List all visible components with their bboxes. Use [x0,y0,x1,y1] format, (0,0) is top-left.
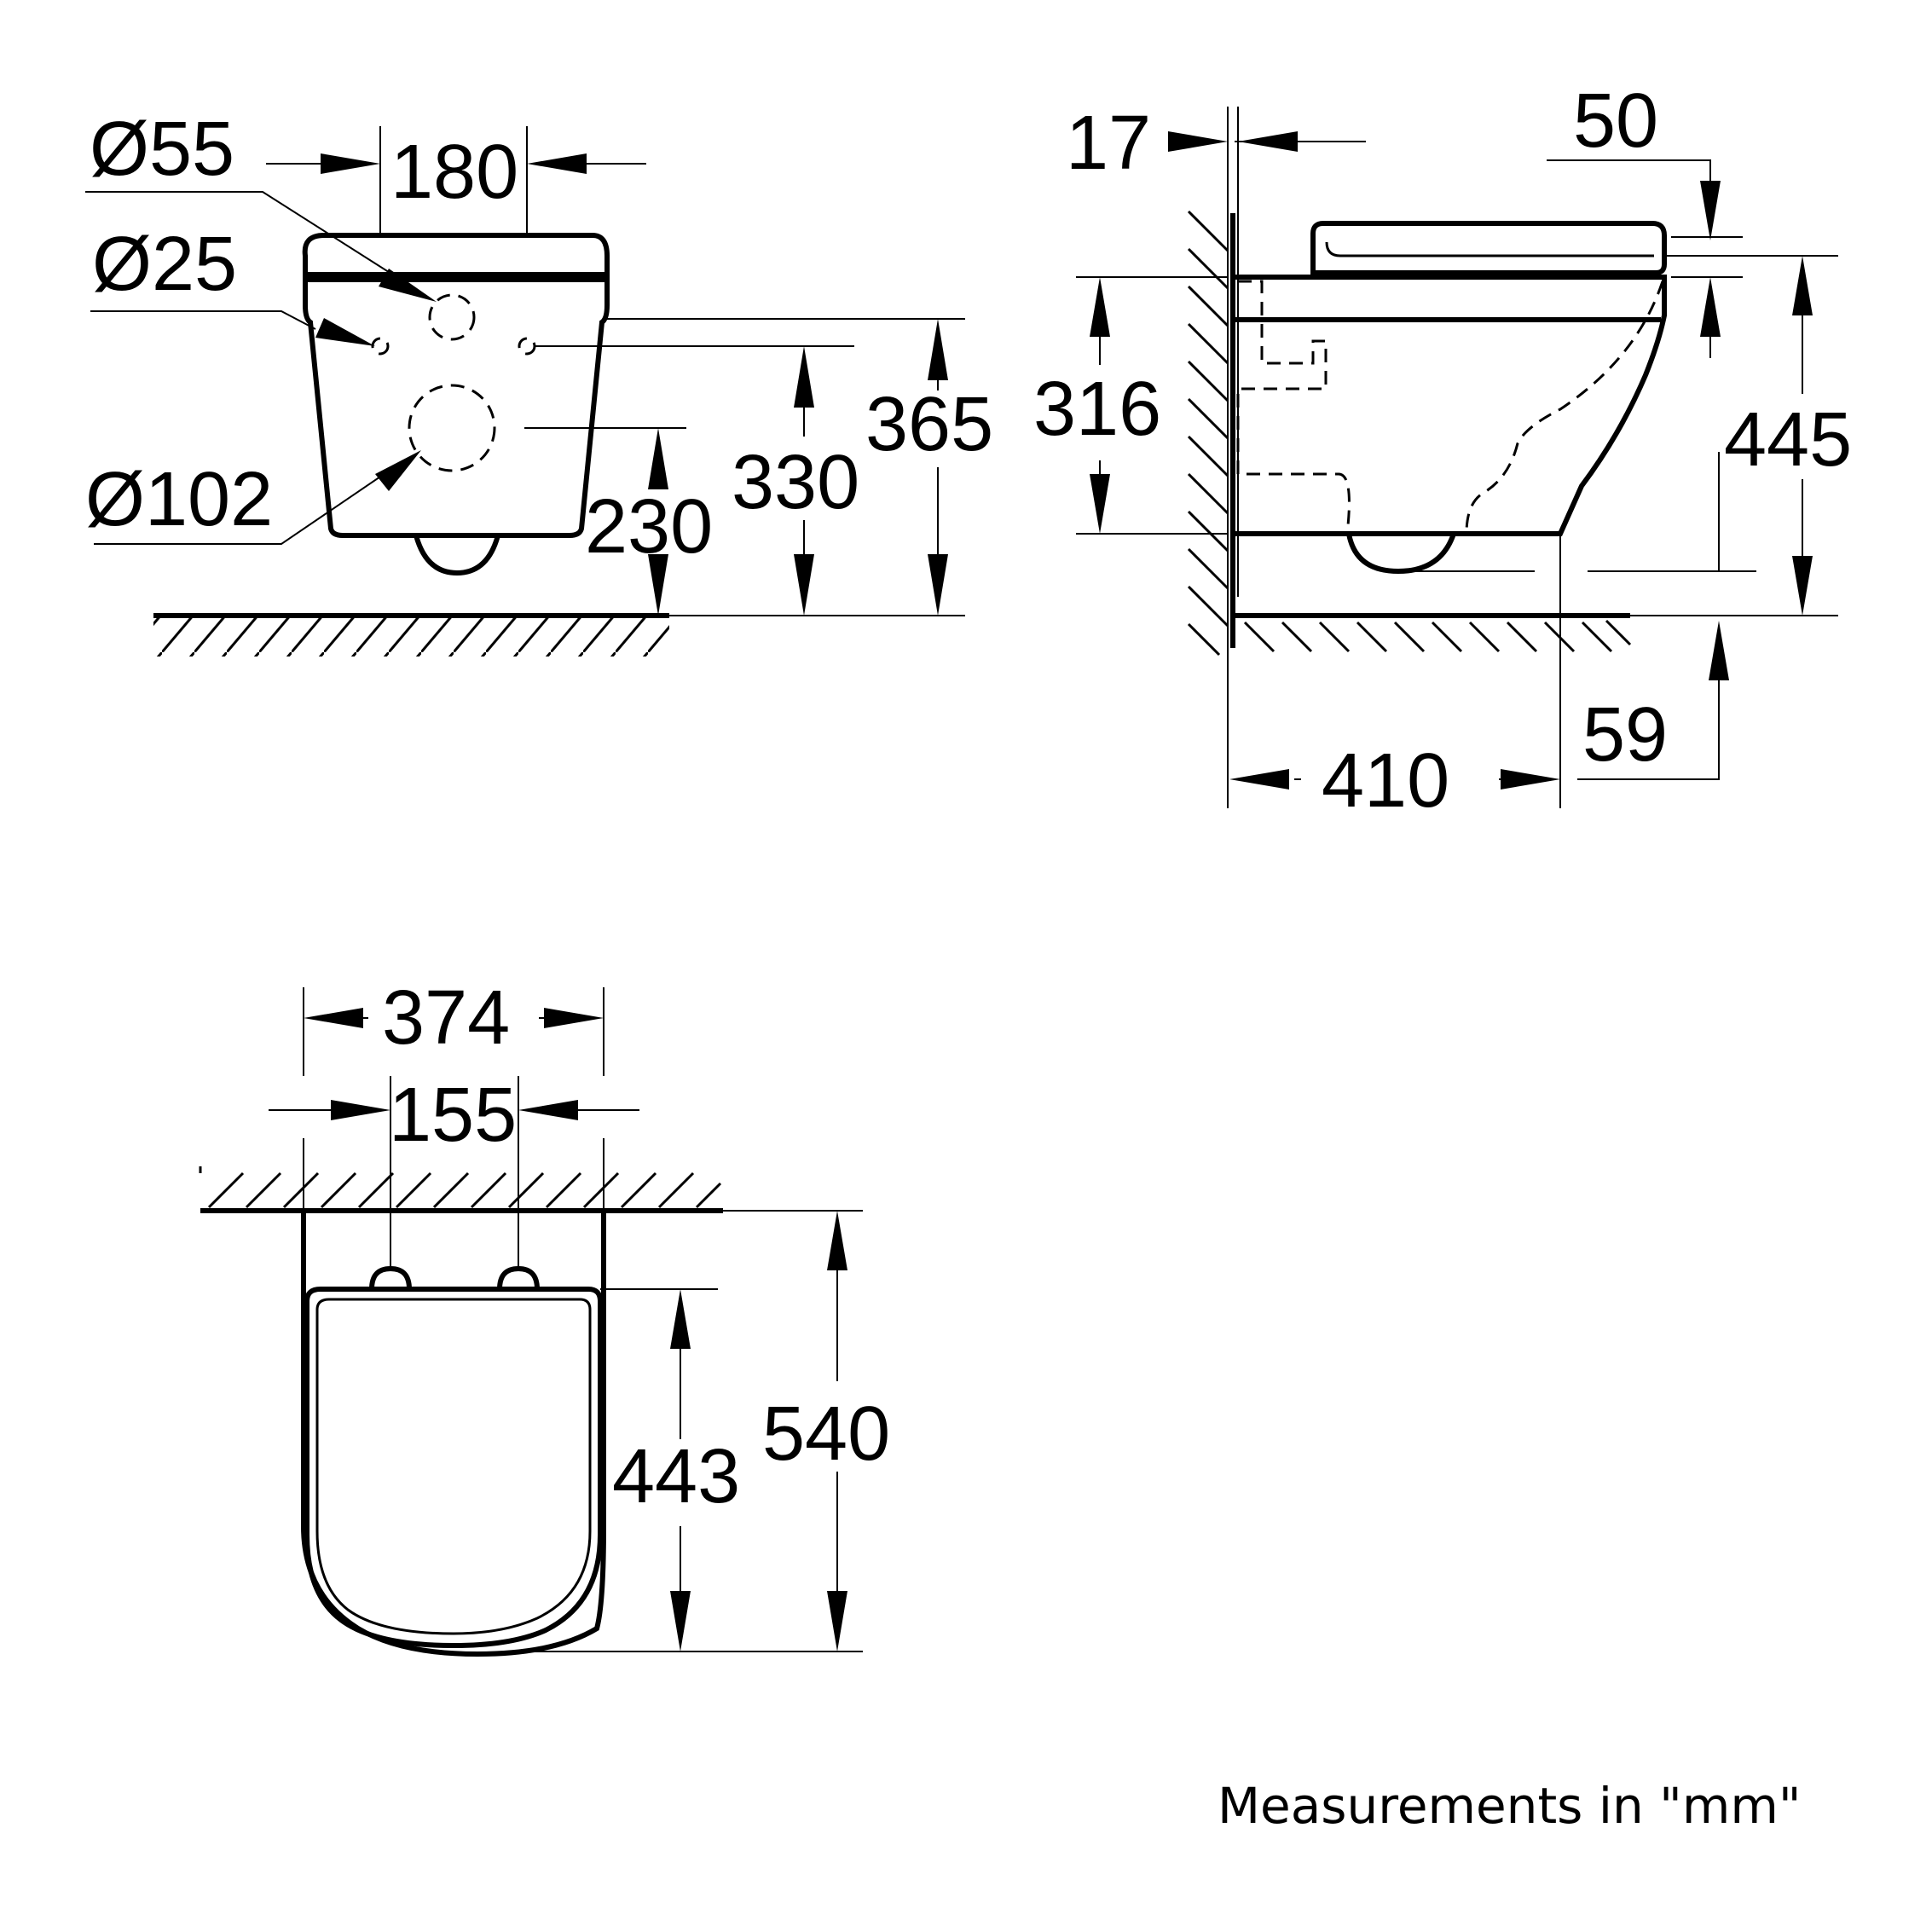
front-hole-102 [408,384,496,472]
top-view: 374 155 443 540 [199,975,890,1657]
front-floor-hatch [153,618,669,657]
front-hole-55 [428,293,476,341]
side-bowl-outline [1233,275,1667,536]
side-hidden-trapway [1236,280,1351,535]
dim-d25: Ø25 [92,222,237,307]
dim-316: 316 [1033,367,1161,452]
dim-443: 443 [612,1434,740,1519]
dim-365: 365 [865,382,993,467]
dim-180: 180 [390,130,518,215]
dim-540: 540 [762,1391,890,1477]
dim-330: 330 [732,440,859,525]
top-hinge-left [369,1265,412,1290]
dim-230: 230 [585,484,713,570]
dim-17: 17 [1066,101,1151,186]
side-view: 17 50 316 445 59 410 [1033,78,1852,824]
side-seat-lid [1310,221,1667,275]
front-hole-25-left [371,337,390,356]
dim-d55: Ø55 [90,107,234,192]
dim-445: 445 [1724,397,1852,483]
front-hole-25-right [518,337,536,356]
side-wall-hatch [1187,210,1229,657]
measurements-note: Measurements in "mm" [1218,1777,1802,1835]
dim-50: 50 [1573,78,1658,164]
front-view: Ø55 Ø25 Ø102 180 365 330 230 [85,107,993,657]
top-seat-outline [304,1287,603,1649]
dim-59: 59 [1582,692,1668,778]
dim-374: 374 [382,975,510,1061]
side-floor-hatch [1243,619,1632,653]
top-hinge-right [497,1265,540,1290]
dim-410: 410 [1322,738,1449,824]
top-bowl-outline [301,1211,606,1657]
front-bowl-outline [302,233,610,277]
dim-d102: Ø102 [85,457,273,542]
dim-155: 155 [389,1073,517,1158]
top-wall-hatch [199,1166,722,1209]
